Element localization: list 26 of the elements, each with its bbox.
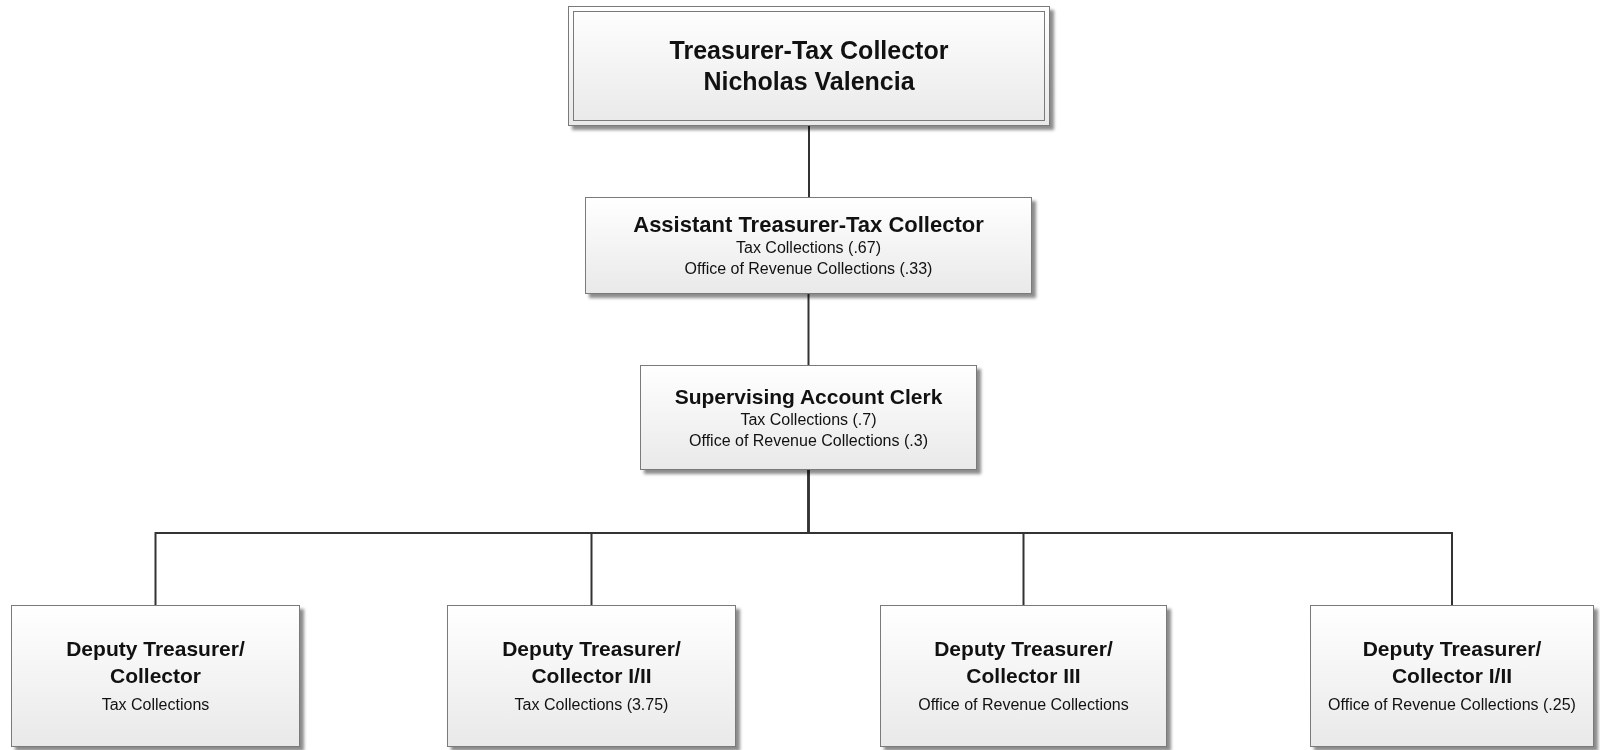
connector-line [808, 125, 810, 198]
unit-text: Tax Collections (.67) [736, 238, 881, 259]
position-box [880, 605, 1167, 747]
unit-text: Tax Collections (.7) [740, 409, 877, 430]
position-box [1310, 605, 1594, 747]
position-title: Assistant Treasurer-Tax Collector [633, 210, 984, 239]
position-title: Deputy Treasurer/ Collector [65, 636, 246, 689]
position-title: Treasurer-Tax Collector [669, 34, 949, 66]
position-title: Deputy Treasurer/ Collector I/II [501, 636, 682, 689]
position-box [447, 605, 736, 747]
unit-text: Tax Collections (3.75) [514, 694, 669, 715]
position-box [568, 6, 1050, 126]
position-title: Supervising Account Clerk [674, 383, 943, 410]
connector-line [807, 469, 1453, 606]
unit-text: Tax Collections [101, 694, 210, 715]
unit-text: Office of Revenue Collections (.25) [1328, 694, 1576, 715]
position-box [640, 365, 977, 470]
position-title: Deputy Treasurer/ Collector III [933, 636, 1114, 689]
position-box [11, 605, 300, 747]
unit-text: Office of Revenue Collections (.3) [689, 430, 928, 451]
unit-text: Office of Revenue Collections [918, 694, 1129, 715]
connector-line [807, 293, 810, 366]
position-box [585, 197, 1032, 294]
position-title: Deputy Treasurer/ Collector I/II [1361, 636, 1543, 689]
unit-text: Office of Revenue Collections (.33) [684, 259, 933, 280]
position-title: Nicholas Valencia [703, 66, 915, 97]
